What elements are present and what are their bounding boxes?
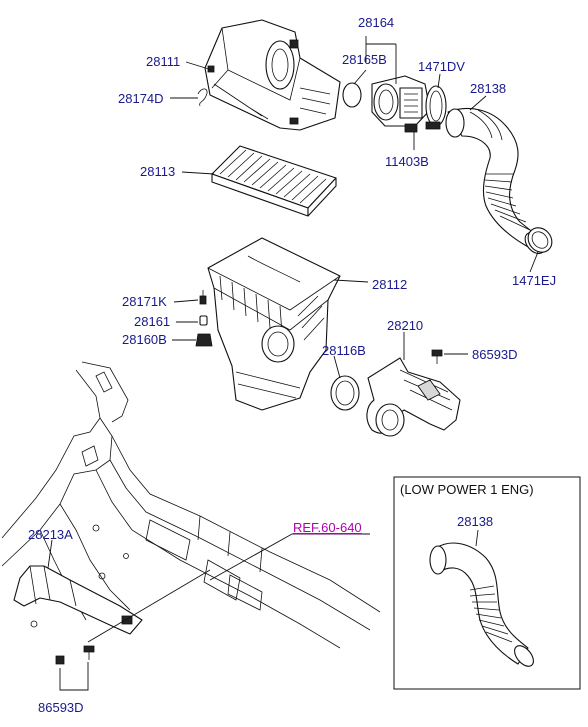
hose-clamp-upper xyxy=(425,85,447,130)
part-labels: 28111 28174D 28164 28165B 1471DV 28138 1… xyxy=(28,15,556,715)
label-28210: 28210 xyxy=(387,318,423,333)
hose-clamp-lower xyxy=(527,227,553,253)
label-28113: 28113 xyxy=(140,164,175,179)
front-body-frame xyxy=(1,361,381,649)
rubber-insulator xyxy=(195,333,213,347)
label-28138-inset: 28138 xyxy=(457,514,493,529)
label-28112: 28112 xyxy=(372,277,407,292)
label-28165B: 28165B xyxy=(342,52,387,67)
label-86593D-bottom: 86593D xyxy=(38,700,84,715)
gasket-ring xyxy=(342,82,362,108)
label-28160B: 28160B xyxy=(122,332,167,347)
mounting-bolt xyxy=(199,290,207,305)
label-28174D: 28174D xyxy=(118,91,164,106)
air-filter-element xyxy=(211,145,337,217)
label-28116B: 28116B xyxy=(322,343,366,358)
label-1471EJ: 1471EJ xyxy=(512,273,556,288)
leader-lines xyxy=(47,36,539,691)
clip-part xyxy=(197,88,208,107)
bracket-bolts xyxy=(55,645,95,665)
label-1471DV: 1471DV xyxy=(418,59,465,74)
air-cleaner-body xyxy=(207,237,341,411)
air-flow-sensor xyxy=(371,75,431,133)
label-28161: 28161 xyxy=(134,314,170,329)
low-power-engine-inset xyxy=(393,476,581,690)
label-28111: 28111 xyxy=(146,54,180,69)
duct-bracket xyxy=(13,565,143,635)
inset-title: (LOW POWER 1 ENG) xyxy=(400,482,534,497)
label-28164: 28164 xyxy=(358,15,394,30)
ref-label[interactable]: REF.60-640 xyxy=(293,520,362,535)
label-28171K: 28171K xyxy=(122,294,167,309)
air-cleaner-cover xyxy=(204,19,341,131)
label-86593D-right: 86593D xyxy=(472,347,518,362)
mounting-collar xyxy=(199,315,208,326)
duct-bolt-right xyxy=(431,349,443,364)
label-28138: 28138 xyxy=(470,81,506,96)
label-11403B: 11403B xyxy=(385,154,429,169)
air-intake-duct xyxy=(366,357,461,437)
label-28213A: 28213A xyxy=(28,527,73,542)
duct-clamp-ring xyxy=(330,375,360,411)
